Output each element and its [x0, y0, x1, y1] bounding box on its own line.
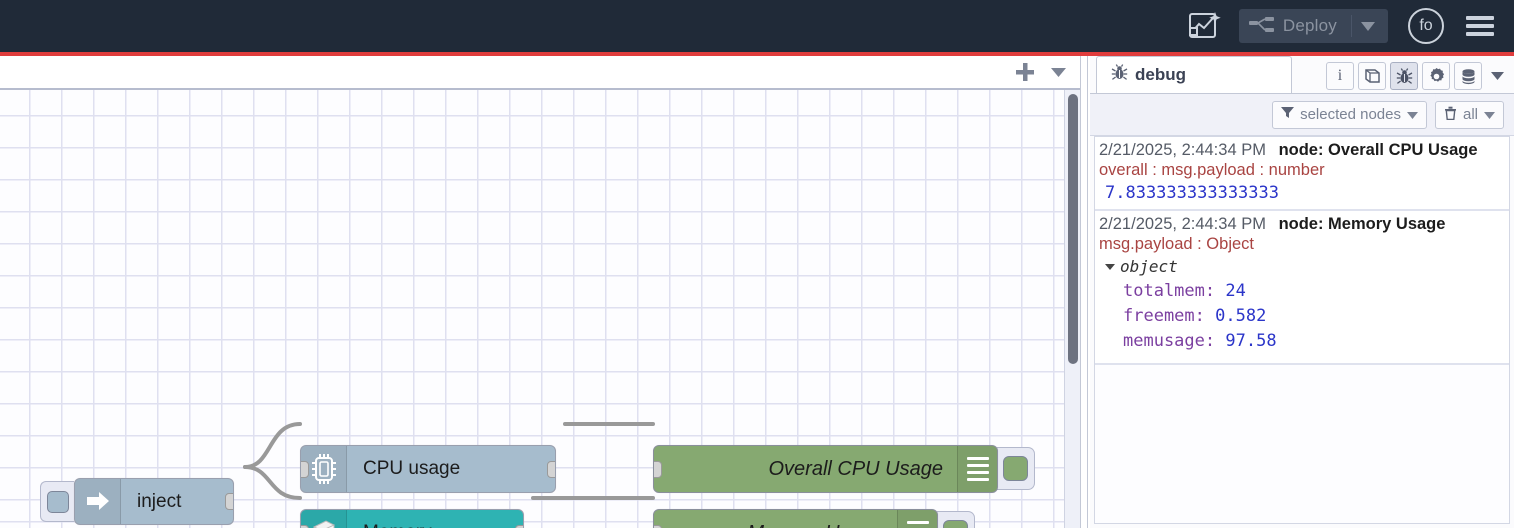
- clear-messages-dropdown[interactable]: all: [1434, 100, 1504, 129]
- debug-message-timestamp: 2/21/2025, 2:44:34 PM: [1099, 215, 1266, 233]
- debug-lines-icon: [897, 510, 937, 528]
- chevron-down-icon[interactable]: [1486, 72, 1508, 80]
- debug-message-source: node: Overall CPU Usage: [1278, 141, 1478, 159]
- object-property-row: freemem: 0.582: [1123, 306, 1267, 326]
- microchip-icon: [301, 446, 347, 492]
- canvas-scrollbar-thumb[interactable]: [1068, 94, 1078, 364]
- object-property-value: 0.582: [1215, 306, 1267, 326]
- debug-message-meta: msg.payload : Object: [1099, 235, 1254, 253]
- hamburger-menu-icon[interactable]: [1466, 15, 1494, 37]
- inject-trigger-icon: [46, 490, 69, 513]
- node-memory-usage-body[interactable]: Memory Usage: [653, 509, 938, 528]
- node-overall-cpu-usage-input-port[interactable]: [654, 460, 662, 478]
- flow-tab-bar: [0, 56, 1080, 90]
- object-expander[interactable]: object: [1099, 257, 1509, 276]
- node-cpu-usage-input-port[interactable]: [301, 460, 309, 478]
- object-property-value: 97.58: [1225, 331, 1277, 351]
- node-memory-usage-input-port[interactable]: [654, 524, 662, 528]
- debug-enable-toggle[interactable]: [997, 447, 1035, 490]
- flow-workspace: inject: [0, 56, 1080, 528]
- info-glyph: i: [1337, 67, 1343, 84]
- object-property-row: totalmem: 24: [1123, 281, 1246, 301]
- caret-down-icon: [1105, 263, 1115, 270]
- inject-trigger-button[interactable]: [40, 481, 74, 522]
- node-memory-input-port[interactable]: [301, 524, 309, 528]
- server-tower-icon: [301, 510, 347, 528]
- chevron-down-icon: [1484, 106, 1495, 123]
- node-memory-output-port[interactable]: [515, 524, 523, 528]
- pane-divider[interactable]: [1080, 56, 1088, 528]
- app-header: Deploy fo: [0, 0, 1514, 52]
- node-overall-cpu-usage-debug[interactable]: Overall CPU Usage: [653, 445, 1035, 493]
- plus-icon[interactable]: [1003, 62, 1047, 82]
- node-cpu-usage[interactable]: CPU usage: [300, 445, 556, 493]
- avatar-label: fo: [1419, 17, 1433, 34]
- node-memory-usage-debug[interactable]: Memory Usage: [653, 509, 975, 528]
- flow-canvas[interactable]: inject: [0, 90, 1072, 528]
- deploy-label: Deploy: [1282, 16, 1337, 35]
- chevron-down-icon[interactable]: [1047, 67, 1080, 77]
- debug-message-meta: overall : msg.payload : number: [1099, 161, 1325, 179]
- chevron-down-icon: [1406, 106, 1418, 123]
- debug-message-value: 7.833333333333333: [1105, 183, 1279, 203]
- node-inject-body[interactable]: inject: [74, 478, 234, 525]
- node-inject-label: inject: [137, 490, 182, 512]
- debug-sidebar: debug i: [1090, 56, 1514, 528]
- object-property-key: freemem: [1123, 306, 1195, 326]
- debug-message-header: 2/21/2025, 2:44:34 PM node: Memory Usage: [1099, 215, 1509, 234]
- node-memory-body[interactable]: Memory: [300, 509, 524, 528]
- debug-message-list[interactable]: 2/21/2025, 2:44:34 PM node: Overall CPU …: [1094, 136, 1510, 524]
- deploy-button[interactable]: Deploy: [1238, 9, 1388, 43]
- database-icon[interactable]: [1454, 62, 1482, 90]
- clear-messages-label: all: [1462, 106, 1478, 123]
- sidebar-tool-buttons: i: [1326, 62, 1508, 93]
- debug-enable-indicator: [1003, 456, 1028, 481]
- object-property-value: 24: [1225, 281, 1246, 301]
- node-overall-cpu-usage-label: Overall CPU Usage: [768, 457, 943, 480]
- debug-lines-icon: [957, 446, 997, 492]
- debug-enable-toggle[interactable]: [937, 511, 975, 528]
- filter-selected-nodes-label: selected nodes: [1300, 106, 1401, 123]
- node-cpu-usage-output-port[interactable]: [547, 460, 555, 478]
- bug-icon: [1111, 64, 1128, 86]
- canvas-vertical-scrollbar[interactable]: [1064, 90, 1080, 528]
- header-accent-stripe: [0, 52, 1514, 56]
- flow-sparkle-icon[interactable]: [1185, 9, 1225, 43]
- info-icon[interactable]: i: [1326, 62, 1354, 90]
- node-cpu-usage-body[interactable]: CPU usage: [300, 445, 556, 493]
- node-inject[interactable]: inject: [40, 478, 234, 525]
- trash-icon: [1444, 106, 1457, 124]
- book-icon[interactable]: [1358, 62, 1386, 90]
- object-label: object: [1120, 257, 1178, 276]
- tab-debug-label: debug: [1135, 65, 1186, 84]
- node-cpu-usage-label: CPU usage: [363, 458, 461, 479]
- node-memory[interactable]: Memory: [300, 509, 524, 528]
- deploy-divider: [1351, 15, 1352, 37]
- debug-message[interactable]: 2/21/2025, 2:44:34 PM node: Overall CPU …: [1095, 137, 1509, 211]
- arrow-right-icon: [75, 479, 121, 524]
- node-memory-usage-label: Memory Usage: [654, 522, 897, 528]
- gear-icon[interactable]: [1422, 62, 1450, 90]
- debug-message-timestamp: 2/21/2025, 2:44:34 PM: [1099, 141, 1266, 159]
- sidebar-tab-row: debug i: [1090, 56, 1514, 94]
- debug-filter-row: selected nodes all: [1090, 94, 1514, 136]
- debug-message[interactable]: 2/21/2025, 2:44:34 PM node: Memory Usage…: [1095, 211, 1509, 365]
- funnel-icon: [1281, 106, 1295, 123]
- object-property-key: totalmem: [1123, 281, 1205, 301]
- debug-enable-indicator: [943, 520, 968, 528]
- object-property-row: memusage: 97.58: [1123, 331, 1277, 351]
- node-memory-label: Memory: [347, 522, 523, 528]
- avatar[interactable]: fo: [1408, 8, 1444, 44]
- deploy-chevron-down-icon[interactable]: [1352, 21, 1384, 31]
- node-overall-cpu-usage-body[interactable]: Overall CPU Usage: [653, 445, 998, 493]
- tab-debug[interactable]: debug: [1096, 56, 1292, 93]
- deploy-nodes-icon: [1248, 16, 1275, 36]
- object-property-key: memusage: [1123, 331, 1205, 351]
- debug-message-source: node: Memory Usage: [1278, 215, 1446, 233]
- bug-icon[interactable]: [1390, 62, 1418, 90]
- debug-message-header: 2/21/2025, 2:44:34 PM node: Overall CPU …: [1099, 141, 1509, 160]
- node-inject-output-port[interactable]: [225, 493, 233, 510]
- filter-selected-nodes-dropdown[interactable]: selected nodes: [1272, 100, 1427, 129]
